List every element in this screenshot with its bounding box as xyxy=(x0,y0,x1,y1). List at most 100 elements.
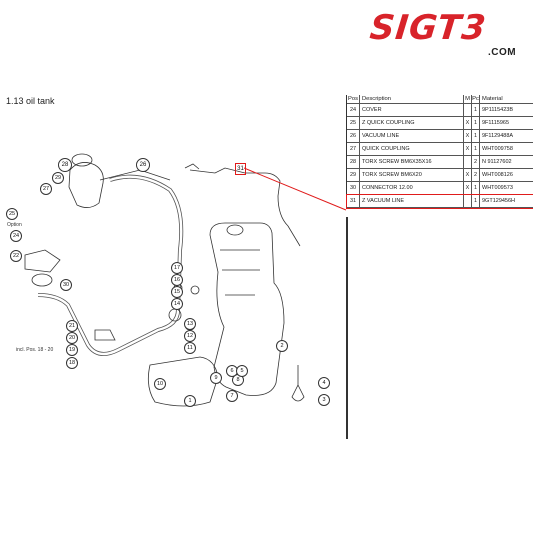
cell-pos: 24 xyxy=(347,104,360,116)
cell-material: WHT008126 xyxy=(482,172,513,178)
marker-12[interactable]: 12 xyxy=(184,330,196,342)
marker-15[interactable]: 15 xyxy=(171,286,183,298)
marker-19[interactable]: 19 xyxy=(66,344,78,356)
cell-description: CONNECTOR 12.00 xyxy=(360,182,464,194)
cell-description: Z VACUUM LINE xyxy=(360,195,464,207)
cell-pc: 1 xyxy=(472,182,480,194)
marker-1[interactable]: 1 xyxy=(184,395,196,407)
marker-2[interactable]: 2 xyxy=(276,340,288,352)
cell-pc: 2 xyxy=(472,156,480,168)
cell-pc: 1 xyxy=(472,117,480,129)
cell-description: QUICK COUPLING xyxy=(360,143,464,155)
vacuum-line-31 xyxy=(189,167,301,247)
cell-material: WHT009573 xyxy=(482,185,513,191)
cell-m: X xyxy=(464,169,472,181)
marker-7[interactable]: 7 xyxy=(226,390,238,402)
return-hose xyxy=(37,174,184,356)
cell-pos: 29 xyxy=(347,169,360,181)
tank-cap xyxy=(226,224,244,236)
cell-pos: 25 xyxy=(347,117,360,129)
option-note: Option xyxy=(7,222,22,228)
cell-description: VACUUM LINE xyxy=(360,130,464,142)
marker-4[interactable]: 4 xyxy=(318,377,330,389)
brand-logo: SIGT3 .COM xyxy=(367,8,520,62)
cell-description: Z QUICK COUPLING xyxy=(360,117,464,129)
cell-pos: 31 xyxy=(347,195,360,207)
cell-pos: 30 xyxy=(347,182,360,194)
marker-24[interactable]: 24 xyxy=(10,230,22,242)
cell-pc: 1 xyxy=(472,130,480,142)
cell-pos: 28 xyxy=(347,156,360,168)
header-pos: Pos xyxy=(348,95,360,103)
pump-housing xyxy=(68,162,104,208)
cell-pc: 1 xyxy=(472,143,480,155)
marker-30[interactable]: 30 xyxy=(60,279,72,291)
oil-tank-body xyxy=(209,222,285,396)
logo-wordmark: SIGT3 xyxy=(367,8,489,48)
marker-17[interactable]: 17 xyxy=(171,262,183,274)
cell-material: 9P1115423B xyxy=(482,107,513,113)
cell-material: N 91127602 xyxy=(482,159,512,165)
cell-pos: 27 xyxy=(347,143,360,155)
cell-material: WHT009758 xyxy=(482,146,513,152)
marker-9[interactable]: 9 xyxy=(210,372,222,384)
cell-m: X xyxy=(464,117,472,129)
marker-13[interactable]: 13 xyxy=(184,318,196,330)
cell-m: X xyxy=(464,143,472,155)
cell-pc: 1 xyxy=(472,104,480,116)
pump-cap xyxy=(71,153,93,167)
marker-3[interactable]: 3 xyxy=(318,394,330,406)
level-sensor xyxy=(291,365,305,402)
header-m: M xyxy=(464,95,472,103)
marker-18[interactable]: 18 xyxy=(66,357,78,369)
marker-25[interactable]: 25 xyxy=(6,208,18,220)
cell-pc: 2 xyxy=(472,169,480,181)
marker-27[interactable]: 27 xyxy=(40,183,52,195)
cell-m xyxy=(464,156,472,168)
cell-description: TORX SCREW BM6X35X16 xyxy=(360,156,464,168)
marker-26[interactable]: 26 xyxy=(136,158,150,172)
marker-5[interactable]: 5 xyxy=(236,365,248,377)
header-material: Material xyxy=(482,96,503,102)
cell-material: 9GT129456H xyxy=(482,198,516,204)
marker-10[interactable]: 10 xyxy=(154,378,166,390)
callout-leader-line xyxy=(244,167,347,211)
marker-11[interactable]: 11 xyxy=(184,342,196,354)
incl-note: incl. Pos. 18 - 20 xyxy=(16,347,54,353)
cell-m: X xyxy=(464,130,472,142)
cell-description: TORX SCREW BM6X20 xyxy=(360,169,464,181)
cell-m: X xyxy=(464,182,472,194)
section-title: 1.13 oil tank xyxy=(6,96,55,106)
marker-29[interactable]: 29 xyxy=(52,172,64,184)
marker-21[interactable]: 21 xyxy=(66,320,78,332)
marker-16[interactable]: 16 xyxy=(171,274,183,286)
header-pc: Pc xyxy=(472,95,480,103)
mount-bracket xyxy=(24,249,61,273)
table-header: Pos Description M Pc Material xyxy=(347,95,533,104)
cell-pos: 26 xyxy=(347,130,360,142)
cell-m xyxy=(464,104,472,116)
cell-material: 9F1129488A xyxy=(482,133,514,139)
marker-14[interactable]: 14 xyxy=(171,298,183,310)
cell-pc: 1 xyxy=(472,195,480,207)
header-description: Description xyxy=(360,95,464,103)
cell-description: COVER xyxy=(360,104,464,116)
marker-28[interactable]: 28 xyxy=(58,158,72,172)
oil-tank-exploded-diagram xyxy=(24,153,305,407)
cell-m xyxy=(464,195,472,207)
marker-20[interactable]: 20 xyxy=(66,332,78,344)
logo-domain: .COM xyxy=(488,47,517,58)
table-column-rule xyxy=(346,217,348,439)
marker-22[interactable]: 22 xyxy=(10,250,22,262)
cell-material: 9F1115965 xyxy=(482,120,510,126)
